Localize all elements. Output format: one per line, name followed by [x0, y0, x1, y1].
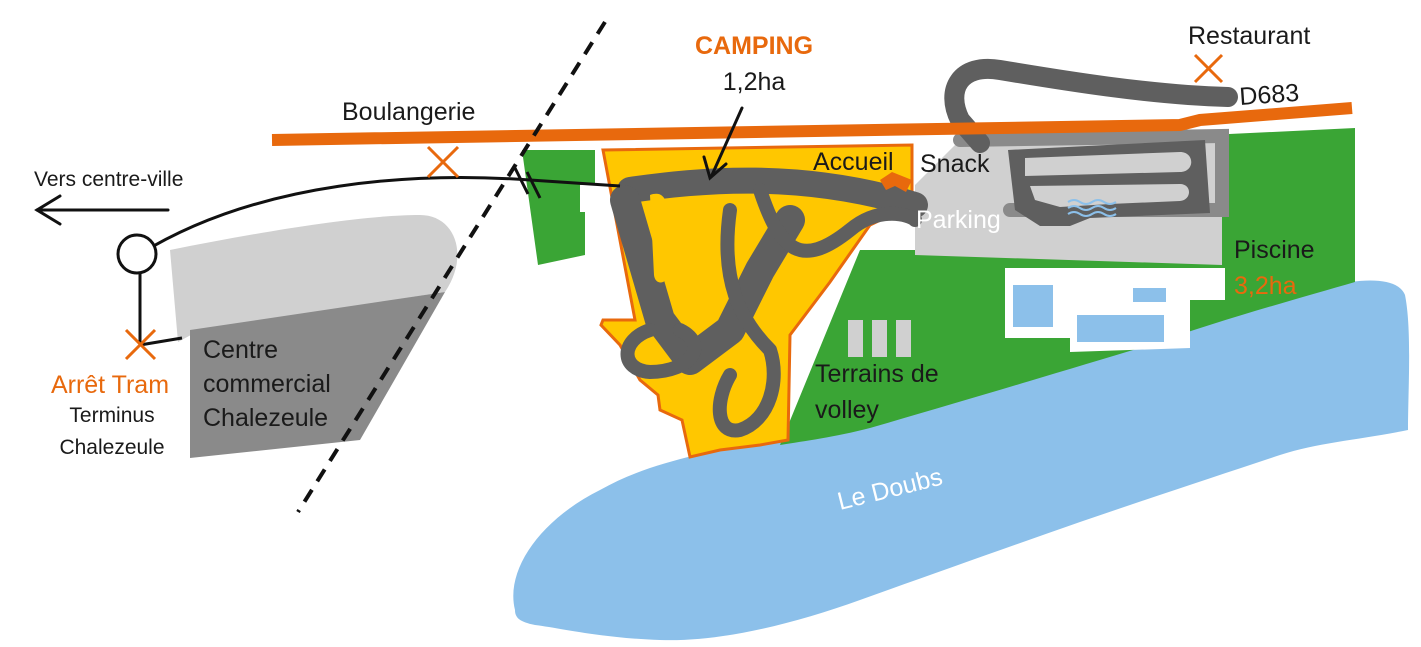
boundary-dashed-line: [296, 20, 607, 514]
pool-1: [1013, 285, 1053, 327]
tram-stop-line2: Chalezeule: [59, 436, 164, 459]
green-area-left: [522, 150, 595, 265]
terrains-label-line2: volley: [815, 396, 879, 424]
boulangerie-marker-icon: [426, 145, 460, 179]
camping-area-label: 1,2ha: [723, 68, 786, 96]
piscine-compound: [1005, 268, 1225, 352]
commercial-centre-line3: Chalezeule: [203, 404, 328, 432]
waves-icon: [1067, 199, 1117, 217]
commercial-building-dark: [190, 292, 445, 458]
piscine-area-label: 3,2ha: [1234, 272, 1297, 300]
camping-title: CAMPING: [695, 32, 813, 60]
road-label: D683: [1238, 79, 1300, 111]
parking-label: Parking: [916, 206, 1001, 234]
commercial-centre-line1: Centre: [203, 336, 278, 364]
terrains-label-line1: Terrains de: [815, 360, 939, 388]
volley-court-2: [872, 320, 887, 357]
commercial-building-light: [170, 215, 458, 342]
boulangerie-label: Boulangerie: [342, 98, 475, 126]
route-crossing-tick-1: [513, 167, 530, 195]
accueil-building-icon: [880, 172, 912, 192]
tram-stop-title: Arrêt Tram: [51, 371, 169, 399]
pool-3: [1077, 315, 1164, 342]
vers-centre-ville-label: Vers centre-ville: [34, 168, 183, 191]
tram-roundabout-icon: [116, 233, 158, 275]
route-crossing-tick-2: [525, 171, 542, 199]
parking-bay-1: [1025, 152, 1192, 176]
restaurant-access-road: [944, 58, 1238, 153]
volley-court-3: [896, 320, 911, 357]
tram-to-commercial-line: [139, 336, 183, 347]
road-d683: [271, 102, 1353, 146]
pool-2: [1133, 288, 1166, 302]
camping-pitch-island: [650, 193, 669, 283]
restaurant-marker-icon: [1193, 53, 1224, 84]
route-to-city-line: [139, 176, 621, 256]
river-le-doubs: [513, 280, 1410, 641]
camping-internal-roads: [610, 167, 928, 438]
camping-arrow-icon: [702, 106, 744, 181]
tram-stop-line1: Terminus: [69, 404, 154, 427]
commercial-centre-line2: commercial: [203, 370, 331, 398]
snack-label: Snack: [920, 150, 990, 178]
piscine-label: Piscine: [1234, 236, 1315, 264]
volley-court-1: [848, 320, 863, 357]
tram-stop-marker-icon: [124, 328, 157, 361]
restaurant-label: Restaurant: [1188, 22, 1310, 50]
arrow-left-icon: [34, 194, 170, 226]
accueil-label: Accueil: [813, 148, 894, 176]
